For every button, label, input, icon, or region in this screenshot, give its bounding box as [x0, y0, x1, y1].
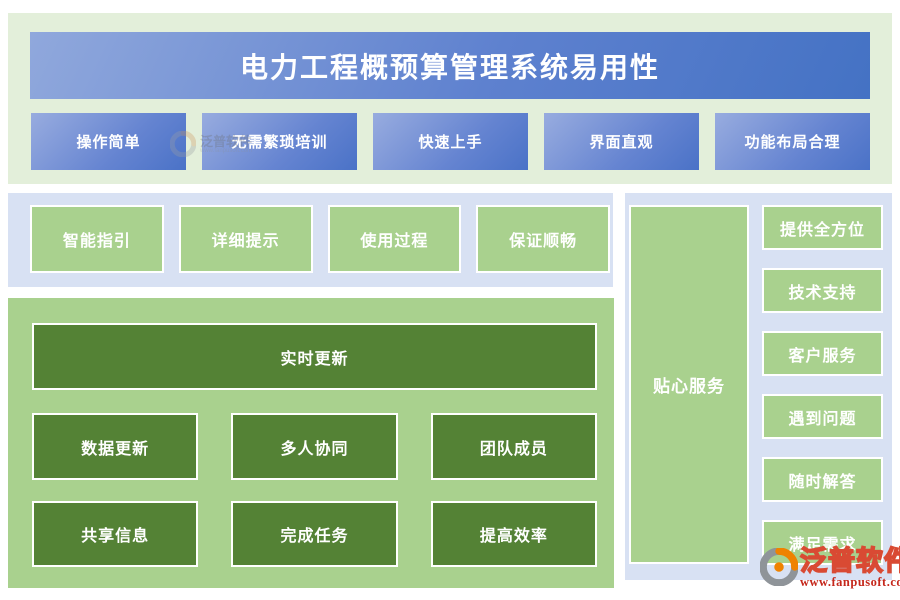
- guidance-item-usage-process: 使用过程: [327, 205, 462, 273]
- collaboration-row-1: 数据更新 多人协同 团队成员: [32, 413, 597, 480]
- guidance-item-smart-guide: 智能指引: [30, 205, 164, 273]
- collab-item-share-info: 共享信息: [32, 501, 199, 567]
- watermark: 泛普软件 www.fanpusoft.com: [170, 131, 252, 157]
- collab-item-multi-user: 多人协同: [231, 413, 398, 480]
- feature-item-easy-operation: 操作简单: [31, 113, 186, 170]
- collaboration-row-2: 共享信息 完成任务 提高效率: [32, 501, 597, 567]
- service-item-all-round: 提供全方位: [762, 205, 883, 250]
- service-title-bar: 贴心服务: [629, 205, 749, 564]
- guidance-row: 智能指引 详细提示 使用过程 保证顺畅: [30, 205, 610, 273]
- guidance-section: 智能指引 详细提示 使用过程 保证顺畅: [8, 193, 613, 287]
- brand-name: 泛普软件: [799, 546, 900, 576]
- feature-item-intuitive-ui: 界面直观: [544, 113, 699, 170]
- collab-item-efficiency: 提高效率: [430, 501, 597, 567]
- header-section: 电力工程概预算管理系统易用性 操作简单 无需繁琐培训 快速上手 界面直观 功能布…: [8, 13, 892, 184]
- features-row: 操作简单 无需繁琐培训 快速上手 界面直观 功能布局合理: [31, 113, 870, 170]
- service-item-anytime-answer: 随时解答: [762, 457, 883, 502]
- realtime-update-bar: 实时更新: [32, 323, 597, 390]
- service-item-meet-needs: 满足需求: [762, 520, 883, 565]
- collab-item-finish-tasks: 完成任务: [231, 501, 398, 567]
- brand-logo: 泛普软件 www.fanpusoft.com: [760, 546, 900, 589]
- guidance-item-detailed-tips: 详细提示: [178, 205, 313, 273]
- feature-item-quick-start: 快速上手: [373, 113, 528, 170]
- watermark-logo-icon: [170, 131, 196, 157]
- service-item-encounter-problem: 遇到问题: [762, 394, 883, 439]
- brand-url: www.fanpusoft.com: [800, 575, 900, 589]
- service-section: 贴心服务 提供全方位 技术支持 客户服务 遇到问题 随时解答 满足需求: [625, 193, 892, 580]
- collab-item-data-update: 数据更新: [32, 413, 199, 480]
- watermark-brand-name: 泛普软件: [200, 133, 253, 149]
- brand-logo-icon: [760, 548, 798, 586]
- guidance-item-smoothness: 保证顺畅: [476, 205, 610, 273]
- service-item-tech-support: 技术支持: [762, 268, 883, 313]
- collab-item-team-members: 团队成员: [430, 413, 597, 480]
- collaboration-section: 实时更新 数据更新 多人协同 团队成员 共享信息 完成任务 提高效率: [8, 298, 614, 588]
- title-banner: 电力工程概预算管理系统易用性: [30, 32, 870, 99]
- feature-item-layout: 功能布局合理: [715, 113, 870, 170]
- watermark-url: www.fanpusoft.com: [200, 147, 253, 154]
- feature-item-no-training: 无需繁琐培训: [202, 113, 357, 170]
- service-items-column: 提供全方位 技术支持 客户服务 遇到问题 随时解答 满足需求: [762, 205, 883, 565]
- page-title: 电力工程概预算管理系统易用性: [239, 51, 660, 83]
- service-item-customer-service: 客户服务: [762, 331, 883, 376]
